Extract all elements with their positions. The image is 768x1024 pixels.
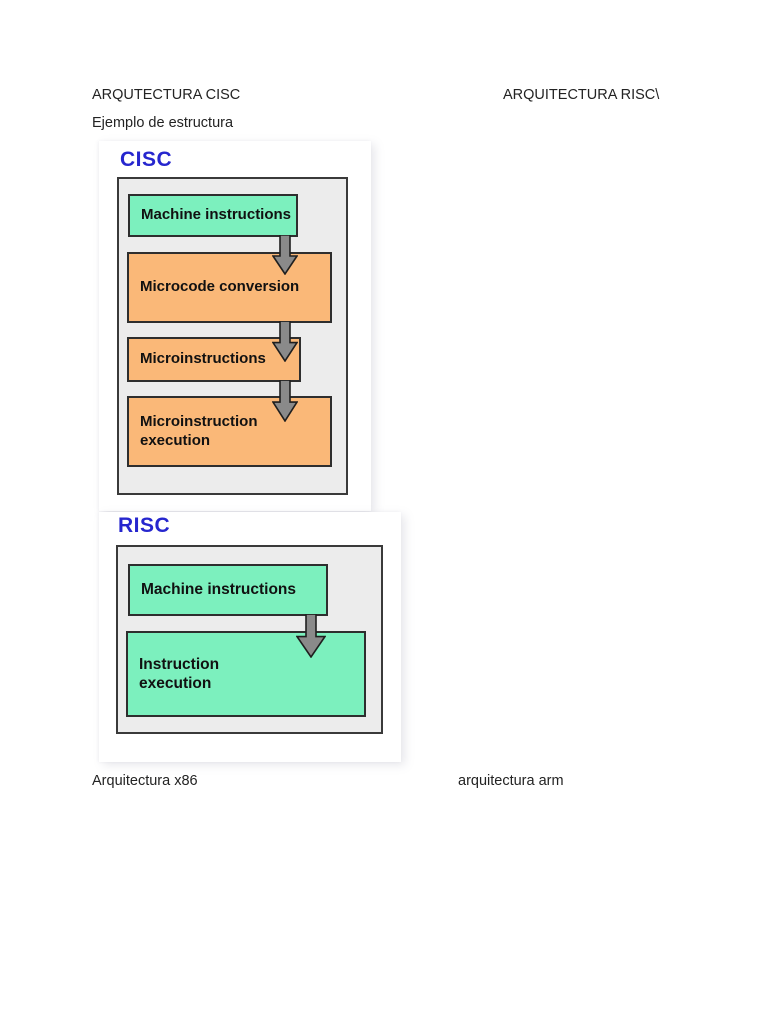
cisc-diagram-frame: Machine instructions Microcode conversio… [117, 177, 348, 495]
flow-box-label: Machine instructions [141, 206, 292, 224]
heading-risc: ARQUITECTURA RISC\ [503, 87, 660, 103]
arrow-down-icon [272, 380, 298, 422]
risc-diagram-frame: Machine instructions Instruction executi… [116, 545, 383, 734]
cisc-diagram: CISC Machine instructions Microcode conv… [99, 141, 371, 511]
flow-box-label: Microinstruction execution [140, 412, 258, 449]
risc-diagram-title: RISC [118, 514, 171, 537]
cisc-box-microcode-conversion: Microcode conversion [127, 252, 332, 323]
cisc-box-microinstruction-execution: Microinstruction execution [127, 396, 332, 467]
risc-box-machine-instructions: Machine instructions [128, 564, 328, 616]
cisc-box-machine-instructions: Machine instructions [128, 194, 298, 237]
cisc-diagram-title: CISC [120, 148, 173, 171]
flow-box-label: Instruction execution [139, 655, 220, 692]
arrow-down-icon [272, 321, 298, 362]
cisc-box-microinstructions: Microinstructions [127, 337, 301, 382]
subheading: Ejemplo de estructura [92, 115, 234, 131]
caption-arm: arquitectura arm [458, 773, 564, 789]
risc-box-instruction-execution: Instruction execution [126, 631, 366, 717]
arrow-down-icon [296, 614, 326, 658]
arrow-down-icon [272, 235, 298, 275]
flow-box-label: Microinstructions [140, 350, 266, 368]
flow-box-label: Machine instructions [141, 581, 297, 599]
risc-diagram: RISC Machine instructions Instruction ex… [99, 512, 401, 762]
flow-box-label: Microcode conversion [140, 278, 300, 296]
caption-x86: Arquitectura x86 [92, 773, 198, 789]
heading-cisc: ARQUTECTURA CISC [92, 87, 241, 103]
